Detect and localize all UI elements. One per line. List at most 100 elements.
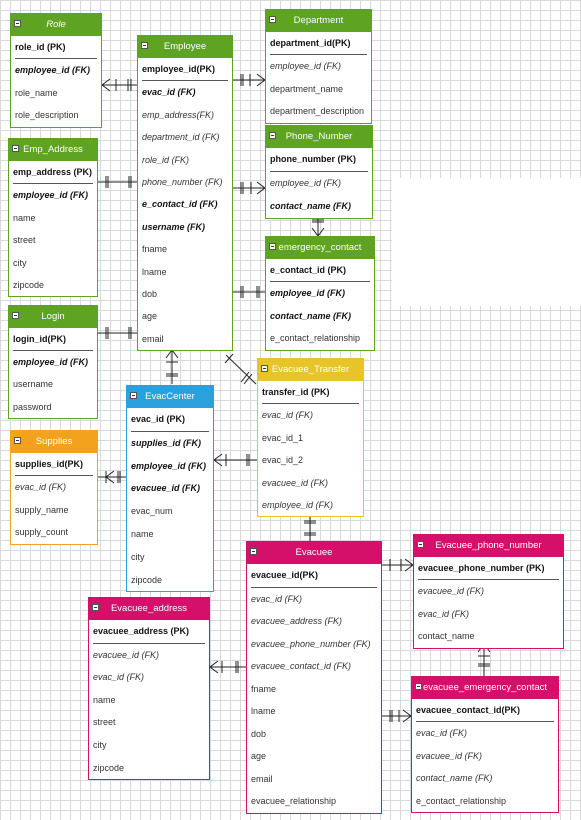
rel-role-employee (101, 78, 137, 92)
table-row: evacuee_id (FK) (418, 586, 485, 597)
blank-area (392, 178, 581, 306)
table-row: e_contact_id (FK) (142, 199, 218, 210)
table-row: zipcode (131, 574, 163, 585)
table-header[interactable]: Evacuee_Transfer (258, 359, 363, 381)
table-row: evac_id (FK) (142, 87, 196, 98)
table-row: contact_name (FK) (270, 310, 352, 321)
table-row: employee_id (FK) (13, 357, 89, 368)
table-row: employee_id (FK) (262, 499, 334, 510)
table-header[interactable]: Evacuee_address (89, 598, 209, 620)
table-row: zipcode (13, 279, 45, 290)
collapse-icon[interactable] (269, 16, 276, 23)
rel-evacuee-phone (382, 558, 414, 572)
table-row: login_id(PK) (13, 328, 93, 352)
rel-phone-econtact (311, 212, 325, 237)
table-row: evac_id (FK) (262, 410, 314, 421)
collapse-icon[interactable] (12, 145, 19, 152)
table-row: name (13, 212, 36, 223)
table-row: evacuee_id (FK) (262, 477, 329, 488)
table-title: Emp_Address (23, 144, 83, 155)
table-title: evacuee_emergency_contact (422, 682, 548, 693)
table-row: evacuee_phone_number (PK) (418, 557, 559, 581)
table-row: email (251, 773, 273, 784)
table-row: evacuee_id (FK) (131, 483, 201, 494)
table-title: Evacuee_phone_number (435, 540, 542, 551)
table-row: phone_number (PK) (270, 148, 368, 172)
table-row: e_contact_id (PK) (270, 259, 370, 283)
table-row: name (131, 528, 154, 539)
table-header[interactable]: Employee (138, 36, 232, 58)
table-row: supply_name (15, 504, 69, 515)
rel-transfer-evacuee (304, 515, 316, 541)
table-row: lname (251, 706, 276, 716)
table-row: evacuee_address (PK) (93, 620, 205, 644)
collapse-icon[interactable] (92, 604, 99, 611)
table-row: street (93, 717, 116, 728)
table-row: e_contact_relationship (270, 333, 361, 344)
table-header[interactable]: Evacuee_phone_number (414, 535, 563, 557)
table-title: Evacuee_Transfer (271, 364, 350, 375)
table-row: evac_id (FK) (251, 593, 303, 604)
table-header[interactable]: Evacuee (247, 542, 381, 564)
collapse-icon[interactable] (417, 541, 424, 548)
table-header[interactable]: Phone_Number (266, 126, 372, 148)
table-row: employee_id(PK) (142, 58, 228, 82)
table-header[interactable]: evacuee_emergency_contact (412, 677, 558, 699)
collapse-icon[interactable] (269, 132, 276, 139)
table-row: contact_name (418, 631, 475, 642)
rel-employee-phone (233, 181, 266, 195)
table-header[interactable]: Role (11, 14, 101, 36)
table-row: evac_id (FK) (418, 608, 470, 619)
table-header[interactable]: Supplies (11, 431, 97, 453)
table-row: city (93, 739, 107, 750)
table-title: EvacCenter (145, 391, 195, 402)
table-row: evac_id (FK) (93, 672, 145, 683)
table-title: emergency_contact (278, 242, 362, 253)
collapse-icon[interactable] (250, 548, 257, 555)
table-row: contact_name (FK) (270, 201, 352, 211)
collapse-icon[interactable] (269, 243, 276, 250)
table-header[interactable]: Login (9, 306, 97, 328)
collapse-icon[interactable] (12, 312, 19, 319)
table-header[interactable]: emergency_contact (266, 237, 374, 259)
table-row: evacuee_id (FK) (416, 750, 483, 761)
table-row: age (251, 751, 267, 761)
collapse-icon[interactable] (141, 42, 148, 49)
collapse-icon[interactable] (14, 437, 21, 444)
table-row: evac_id (FK) (15, 482, 67, 493)
table-row: supplies_id (FK) (131, 437, 202, 448)
table-header[interactable]: Emp_Address (9, 139, 97, 161)
table-row: evacuee_contact_id (FK) (251, 661, 352, 671)
collapse-icon[interactable] (14, 20, 21, 27)
table-row: employee_id (FK) (13, 190, 89, 201)
rel-employee-transfer (224, 353, 257, 385)
table-row: employee_id (FK) (270, 61, 342, 72)
table-row: contact_name (FK) (416, 773, 493, 784)
rel-login-employee (98, 327, 137, 339)
table-header[interactable]: EvacCenter (127, 386, 213, 408)
table-row: role_name (15, 87, 58, 98)
collapse-icon[interactable] (261, 365, 268, 372)
table-title: Login (41, 311, 65, 322)
collapse-icon[interactable] (130, 392, 137, 399)
table-evacuee-phone[interactable]: Evacuee_phone_number evacuee_phone_number… (413, 534, 564, 649)
rel-employee-evaccenter (165, 349, 179, 384)
table-row: password (13, 401, 52, 412)
collapse-icon[interactable] (415, 683, 422, 690)
table-header[interactable]: Department (266, 10, 371, 32)
table-row: employee_id (FK) (270, 178, 342, 188)
